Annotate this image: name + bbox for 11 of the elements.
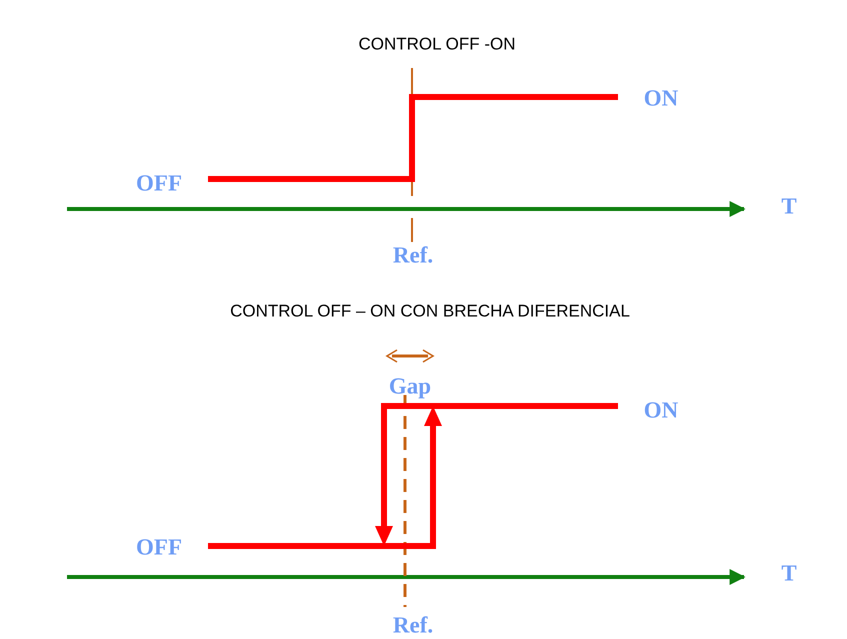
gap-label: Gap	[388, 374, 432, 398]
state-label: OFF	[136, 536, 182, 558]
state-label: OFF	[136, 172, 182, 194]
chart-title: CONTROL OFF – ON CON BRECHA DIFERENCIAL	[230, 302, 630, 320]
axis-label: T	[781, 194, 797, 218]
state-label: ON	[644, 86, 678, 110]
state-label: ON	[644, 398, 678, 422]
reference-label: Ref.	[392, 244, 434, 266]
axis-label: T	[781, 562, 797, 584]
reference-label: Ref.	[392, 614, 434, 636]
chart-title: CONTROL OFF -ON	[358, 36, 516, 52]
